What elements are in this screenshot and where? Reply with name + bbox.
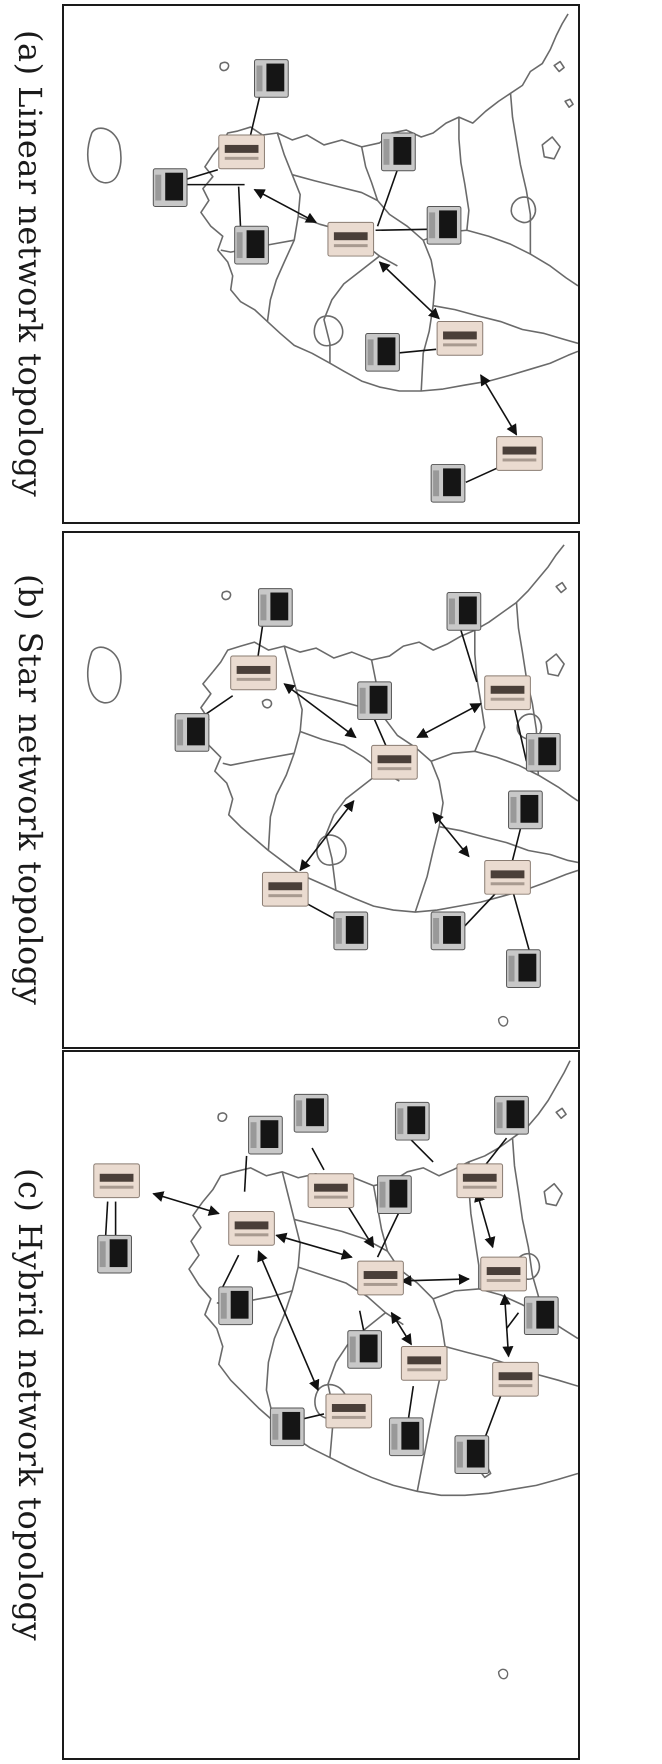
caption-c-text: (c) Hybrid network topology: [11, 1168, 49, 1642]
computer-icon: [218, 1286, 254, 1326]
router-icon: [228, 1211, 275, 1246]
router-icon: [327, 221, 375, 257]
computer-icon: [523, 1296, 559, 1336]
link-r1-r2: [253, 188, 318, 224]
panel-star-topology: [62, 531, 580, 1049]
link-r7-r3: [474, 1190, 496, 1249]
nodes: [152, 59, 543, 503]
link-hub-r3: [400, 1273, 470, 1287]
nodes: [174, 588, 561, 988]
caption-a: (a) Linear network topology: [0, 4, 60, 524]
computer-icon: [97, 1234, 132, 1274]
computer-icon: [254, 59, 289, 98]
router-icon: [371, 744, 418, 780]
link-r2-r3: [378, 261, 440, 320]
router-icon: [480, 1256, 527, 1292]
caption-c: (c) Hybrid network topology: [0, 1050, 60, 1760]
computer-icon: [394, 1101, 430, 1141]
computer-icon: [248, 1115, 283, 1155]
star-topology-diagram: [87, 544, 578, 1027]
panel-linear-topology: [62, 4, 580, 524]
router-icon: [492, 1361, 539, 1397]
computer-icon: [357, 681, 392, 721]
computer-icon: [525, 732, 561, 772]
link-r3-hub: [299, 800, 355, 872]
router-icon: [325, 1393, 373, 1429]
caption-b: (b) Star network topology: [0, 531, 60, 1049]
computer-icon: [234, 225, 269, 265]
computer-icon: [174, 713, 210, 752]
computer-icon: [269, 1407, 305, 1447]
link-hub-r4: [390, 1311, 412, 1346]
computer-icon: [426, 205, 462, 245]
router-icon: [484, 859, 531, 895]
computer-icon: [508, 790, 543, 830]
caption-b-text: (b) Star network topology: [11, 574, 49, 1006]
computer-icon: [365, 332, 400, 372]
router-icon: [484, 675, 531, 711]
linear-topology-diagram: [87, 13, 578, 503]
computer-icon: [257, 588, 293, 627]
router-icon: [93, 1163, 140, 1199]
computer-icon: [381, 132, 416, 172]
router-icon: [436, 321, 484, 356]
computer-icon: [454, 1435, 490, 1474]
computer-icon: [506, 949, 541, 988]
link-ext-r1: [152, 1191, 220, 1216]
map-outline: [87, 544, 578, 913]
link-r1-hub: [275, 1232, 353, 1260]
caption-a-text: (a) Linear network topology: [11, 30, 49, 498]
router-icon: [357, 1260, 404, 1296]
router-icon: [261, 871, 309, 907]
link-r3-r8: [499, 1293, 514, 1358]
router-icon: [230, 655, 277, 691]
computer-icon: [430, 463, 466, 503]
router-icon: [400, 1345, 448, 1381]
nodes: [93, 1093, 559, 1474]
computer-icon: [494, 1095, 529, 1135]
link-r4-hub: [432, 811, 470, 858]
hybrid-topology-diagram: [93, 1060, 578, 1680]
panel-hybrid-topology: [62, 1050, 580, 1760]
small-island: [497, 1668, 509, 1680]
link-r2-hub: [416, 702, 482, 739]
computer-icon: [333, 911, 369, 951]
router-icon: [456, 1163, 504, 1199]
computer-icon: [430, 911, 466, 951]
computer-icon: [377, 1175, 412, 1214]
computer-icon: [293, 1093, 329, 1133]
router-icon: [496, 436, 543, 471]
small-island: [497, 1015, 509, 1027]
computer-icon: [388, 1417, 424, 1457]
computer-icon: [347, 1330, 383, 1369]
router-icon: [307, 1173, 355, 1209]
computer-icon: [446, 592, 482, 631]
computer-icon: [152, 168, 188, 207]
link-r1-hub: [283, 683, 357, 739]
link-r3-r4: [480, 374, 518, 436]
router-icon: [218, 134, 265, 170]
link-r1-r5: [257, 1250, 320, 1392]
